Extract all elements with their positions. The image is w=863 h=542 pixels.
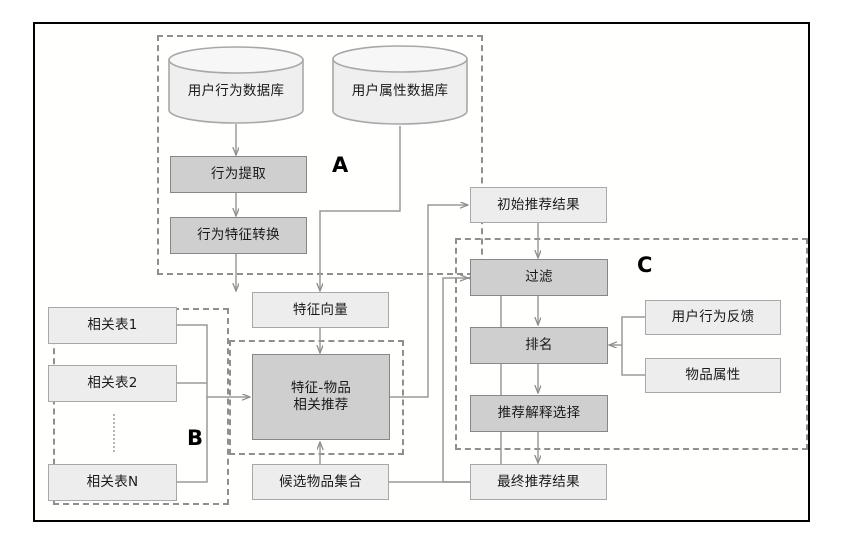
user-attribute-database-label: 用户属性数据库 [351,83,449,99]
user-behavior-database-label: 用户行为数据库 [187,83,285,99]
cylinder-shape [168,46,304,124]
group-label-a: A [332,153,349,177]
node-explain-select: 推荐解释选择 [470,395,608,432]
node-final-recommend-result: 最终推荐结果 [470,464,607,500]
user-behavior-database: 用户行为数据库 [168,46,304,124]
user-attribute-database: 用户属性数据库 [332,45,468,126]
node-feature-item-recommend: 特征-物品 相关推荐 [252,354,390,440]
node-candidate-item-set: 候选物品集合 [252,464,389,500]
node-behavior-feature-transform: 行为特征转换 [170,217,307,254]
group-label-c: C [637,253,653,277]
node-related-table-1: 相关表1 [48,307,177,344]
feature-item-recommend-line-1: 特征-物品 [290,380,352,397]
node-user-behavior-feedback: 用户行为反馈 [645,300,781,335]
node-related-table-2: 相关表2 [48,365,177,402]
node-item-attribute: 物品属性 [645,358,781,393]
node-initial-recommend-result: 初始推荐结果 [470,187,607,223]
related-tables-ellipsis [113,414,115,452]
group-label-b: B [187,426,204,450]
node-related-table-n: 相关表N [48,464,177,501]
node-behavior-extract: 行为提取 [170,156,307,193]
node-filter: 过滤 [470,259,608,296]
node-feature-vector: 特征向量 [252,292,389,328]
cylinder-shape [332,45,468,125]
node-ranking: 排名 [470,327,608,364]
feature-item-recommend-line-2: 相关推荐 [293,397,349,413]
